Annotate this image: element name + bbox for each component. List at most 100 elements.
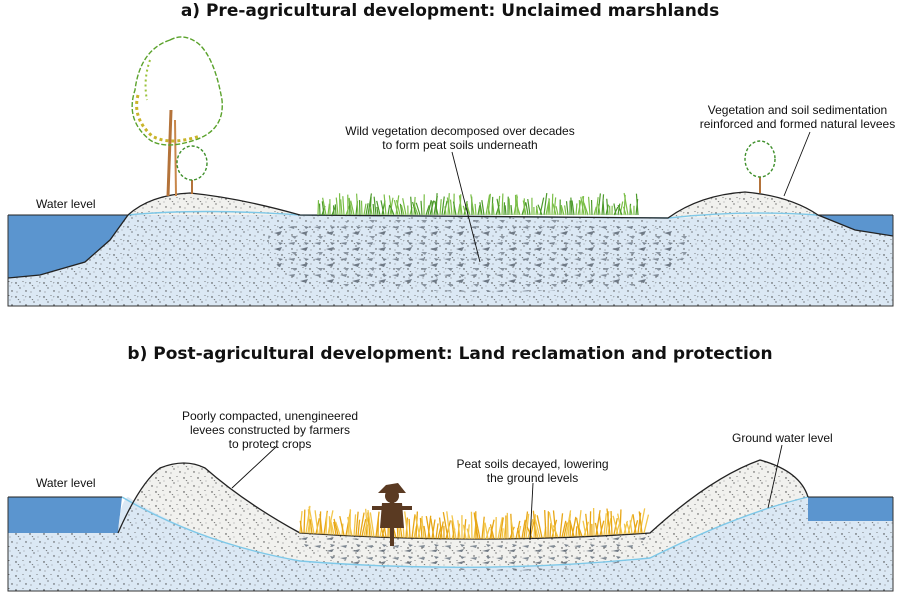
crop-blade: [485, 526, 491, 540]
grass-blade: [548, 198, 551, 216]
water-body-right-b: [808, 497, 893, 521]
water-body-left-b: [8, 497, 122, 533]
crop-blade: [473, 512, 479, 540]
crop-blade: [589, 511, 592, 536]
crop-blade: [328, 516, 331, 535]
grass-blade: [373, 196, 377, 216]
crop-blade: [451, 515, 457, 540]
panel-a-levee-label: Vegetation and soil sedimentation reinfo…: [699, 103, 896, 131]
grass-blade: [399, 203, 403, 216]
grass-blade: [578, 200, 581, 216]
crop-blade: [606, 508, 611, 535]
crop-blade: [408, 518, 411, 539]
grass-blade: [441, 196, 445, 216]
grass-blade: [369, 206, 373, 216]
crop-blade: [523, 511, 529, 539]
ground-surface-outline: [7, 191, 894, 279]
grass-blade: [535, 205, 539, 216]
crop-blade: [353, 514, 357, 536]
grass-blade: [619, 201, 624, 216]
grass-blade: [613, 206, 619, 216]
crop-blade: [561, 520, 567, 538]
crop-blade: [571, 516, 577, 537]
crop-blade: [430, 518, 435, 539]
crop-blade: [404, 511, 409, 539]
grass-blade: [389, 197, 394, 216]
crop-blade: [435, 523, 439, 539]
levee-leader-line-b: [231, 445, 278, 489]
crop-blade: [594, 522, 599, 536]
crop-blade: [442, 511, 449, 539]
crop-blade: [565, 510, 572, 538]
water-body-left: [8, 215, 128, 278]
grass-blade: [350, 200, 355, 216]
crop-blade: [314, 510, 319, 535]
grass-blade: [543, 192, 548, 216]
crop-blade: [419, 517, 423, 539]
crop-blade: [532, 510, 537, 539]
grass-blade: [457, 203, 461, 216]
grass-blade: [465, 202, 471, 216]
grass-blade: [564, 205, 567, 216]
crop-blade: [577, 510, 582, 537]
panel-b-title: b) Post-agricultural development: Land r…: [127, 344, 773, 364]
grass-blade: [322, 197, 327, 216]
crop-blade: [598, 513, 603, 536]
grass-blade: [439, 199, 442, 216]
water-right: [818, 215, 893, 236]
crop-blade: [583, 521, 590, 537]
grass-blade: [363, 203, 367, 216]
grass-blade: [376, 206, 379, 216]
panel-a-water-level-label: Water level: [36, 197, 96, 211]
levee-leader-line-a: [783, 131, 811, 197]
grass-blade: [425, 205, 430, 216]
crop-blade: [629, 520, 633, 534]
crop-blade: [446, 511, 451, 539]
grass-blade: [593, 206, 597, 216]
crop-blade: [595, 510, 601, 536]
crop-blade: [534, 518, 541, 539]
crop-blade: [411, 514, 416, 539]
panel-a-peat-label: Wild vegetation decomposed over decades …: [345, 124, 575, 152]
crop-blade: [325, 512, 328, 535]
crop-blade: [361, 518, 367, 537]
grass-blade: [477, 205, 481, 216]
crop-blade: [559, 513, 564, 538]
grass-blade: [340, 199, 343, 216]
crop-blade: [516, 527, 521, 539]
panel-a-diagram: [7, 36, 894, 307]
tall-tree-icon: [131, 36, 223, 197]
crop-blade: [499, 517, 504, 539]
grass-blade: [372, 203, 375, 216]
grass-blade: [629, 205, 633, 216]
grass-blade: [606, 198, 609, 216]
grass-blade: [444, 206, 447, 216]
grass-blade: [415, 202, 421, 216]
grass-blade: [496, 198, 501, 216]
peat-leader-line-b: [529, 482, 534, 541]
grass-blade: [452, 201, 457, 216]
crop-blade: [427, 515, 432, 539]
crop-blade: [497, 517, 504, 539]
grass-blade: [485, 194, 491, 216]
grass-blade: [321, 201, 325, 216]
grass-blade: [565, 201, 569, 216]
crop-blade: [417, 515, 423, 539]
groundwater-leader-line-b: [767, 444, 783, 509]
crop-blade: [599, 520, 605, 536]
crop-blade: [552, 525, 559, 538]
grass-blade: [369, 196, 372, 216]
grass-blade: [449, 199, 453, 216]
grass-blade: [393, 199, 399, 216]
grass-blade: [635, 193, 639, 216]
crop-blade: [308, 506, 315, 534]
grass-blade: [597, 193, 601, 216]
grass-blade: [504, 205, 507, 216]
crop-blade: [470, 511, 473, 540]
crop-blade: [484, 522, 489, 540]
crop-blade: [369, 512, 375, 537]
grass-blade: [470, 194, 475, 216]
grass-blade: [570, 197, 573, 216]
crop-blade: [445, 520, 452, 539]
grass-blade: [474, 203, 477, 216]
